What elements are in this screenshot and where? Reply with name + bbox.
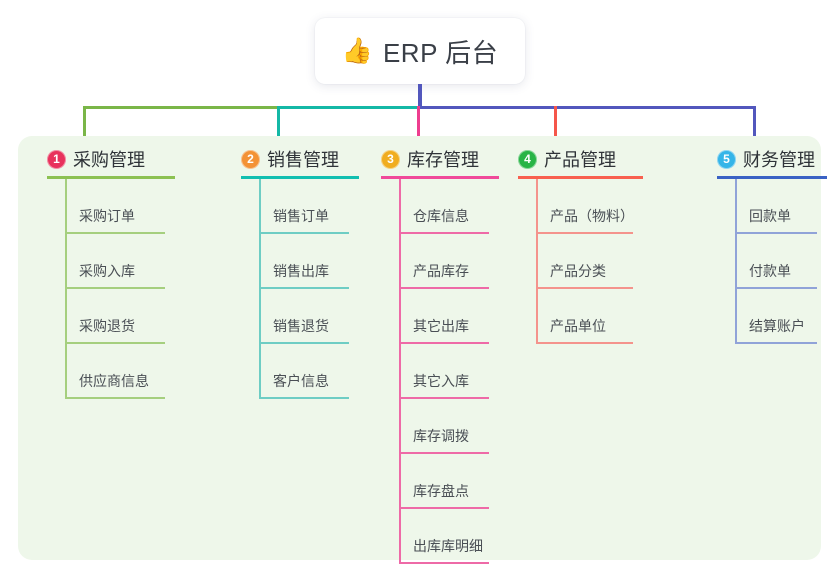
branch-spine-5 — [735, 179, 737, 344]
branch-label-5: 财务管理 — [743, 150, 815, 170]
root-node-erp-backend[interactable]: 👍 ERP 后台 — [315, 18, 525, 84]
leaf-node-rule — [399, 452, 489, 454]
leaf-node-rule — [399, 232, 489, 234]
leaf-node[interactable]: 采购入库 — [65, 234, 175, 289]
leaf-node-rule — [65, 232, 165, 234]
leaf-node-label: 客户信息 — [273, 373, 329, 389]
leaf-node[interactable]: 产品单位 — [536, 289, 643, 344]
branch-rule-4 — [518, 176, 643, 179]
leaf-node[interactable]: 付款单 — [735, 234, 827, 289]
branch-label-3: 库存管理 — [407, 150, 479, 170]
leaf-node-rule — [65, 397, 165, 399]
leaf-node[interactable]: 产品分类 — [536, 234, 643, 289]
leaf-node-rule — [735, 232, 817, 234]
leaf-node[interactable]: 库存盘点 — [399, 454, 499, 509]
leaf-node-label: 仓库信息 — [413, 208, 469, 224]
leaf-node-rule — [735, 287, 817, 289]
leaf-node-label: 销售订单 — [273, 208, 329, 224]
branch-badge-4: 4 — [518, 149, 537, 169]
leaf-node-label: 产品单位 — [550, 318, 606, 334]
leaf-node[interactable]: 产品库存 — [399, 234, 499, 289]
branch-node-5[interactable]: 5 财务管理 — [717, 146, 815, 172]
branch-badge-1: 1 — [47, 149, 66, 169]
leaf-node[interactable]: 结算账户 — [735, 289, 827, 344]
branch-badge-3: 3 — [381, 149, 400, 169]
branch-spine-4 — [536, 179, 538, 344]
leaf-node-label: 销售退货 — [273, 318, 329, 334]
leaf-node-rule — [259, 342, 349, 344]
leaf-node[interactable]: 库存调拨 — [399, 399, 499, 454]
thumbs-up-icon: 👍 — [341, 36, 373, 65]
leaf-node-label: 其它入库 — [413, 373, 469, 389]
branch-badge-5: 5 — [717, 149, 736, 169]
leaf-node[interactable]: 产品（物料） — [536, 179, 643, 234]
leaf-node-rule — [399, 342, 489, 344]
leaf-node-label: 产品（物料） — [550, 208, 634, 224]
branch-spine-3 — [399, 179, 401, 564]
leaf-node-rule — [536, 232, 633, 234]
leaf-node-rule — [259, 232, 349, 234]
branch-node-1[interactable]: 1 采购管理 — [47, 146, 145, 172]
leaf-node-label: 销售出库 — [273, 263, 329, 279]
leaf-node-label: 库存盘点 — [413, 483, 469, 499]
branch-rule-1 — [47, 176, 175, 179]
branch-rule-3 — [381, 176, 499, 179]
branch-rule-2 — [241, 176, 359, 179]
leaf-node-rule — [536, 287, 633, 289]
leaf-node-label: 供应商信息 — [79, 373, 149, 389]
leaf-node-label: 产品分类 — [550, 263, 606, 279]
branch-spine-1 — [65, 179, 67, 399]
leaf-node-label: 采购订单 — [79, 208, 135, 224]
leaf-node-rule — [65, 287, 165, 289]
leaf-node[interactable]: 回款单 — [735, 179, 827, 234]
leaf-node-rule — [399, 287, 489, 289]
leaf-node[interactable]: 其它入库 — [399, 344, 499, 399]
branch-label-4: 产品管理 — [544, 150, 616, 170]
leaf-node-label: 其它出库 — [413, 318, 469, 334]
leaf-node-rule — [259, 287, 349, 289]
branch-node-3[interactable]: 3 库存管理 — [381, 146, 479, 172]
leaf-node-label: 付款单 — [749, 263, 791, 279]
leaf-node-rule — [259, 397, 349, 399]
leaf-node[interactable]: 销售出库 — [259, 234, 359, 289]
branch-badge-2: 2 — [241, 149, 260, 169]
leaf-node[interactable]: 采购退货 — [65, 289, 175, 344]
leaf-node[interactable]: 客户信息 — [259, 344, 359, 399]
mindmap-panel: 1 采购管理采购订单采购入库采购退货供应商信息 2 销售管理销售订单销售出库销售退货客… — [18, 136, 827, 564]
leaf-node[interactable]: 出库库明细 — [399, 509, 499, 564]
leaf-node-label: 回款单 — [749, 208, 791, 224]
leaf-node-rule — [536, 342, 633, 344]
leaf-node-label: 出库库明细 — [413, 538, 483, 554]
leaf-node[interactable]: 采购订单 — [65, 179, 175, 234]
leaf-node-label: 结算账户 — [749, 318, 805, 334]
leaf-node-label: 产品库存 — [413, 263, 469, 279]
branch-node-4[interactable]: 4 产品管理 — [518, 146, 616, 172]
leaf-node-label: 采购退货 — [79, 318, 135, 334]
leaf-node-rule — [735, 342, 817, 344]
leaf-node[interactable]: 仓库信息 — [399, 179, 499, 234]
leaf-node-label: 库存调拨 — [413, 428, 469, 444]
leaf-node[interactable]: 其它出库 — [399, 289, 499, 344]
leaf-node-rule — [399, 397, 489, 399]
leaf-node[interactable]: 销售退货 — [259, 289, 359, 344]
root-node-label: ERP 后台 — [382, 37, 499, 68]
leaf-node-rule — [399, 507, 489, 509]
leaf-node-rule — [65, 342, 165, 344]
leaf-node-label: 采购入库 — [79, 263, 135, 279]
branch-spine-2 — [259, 179, 261, 399]
branch-label-1: 采购管理 — [73, 150, 145, 170]
branch-rule-5 — [717, 176, 827, 179]
leaf-node[interactable]: 销售订单 — [259, 179, 359, 234]
branch-node-2[interactable]: 2 销售管理 — [241, 146, 339, 172]
leaf-node[interactable]: 供应商信息 — [65, 344, 175, 399]
leaf-node-rule — [399, 562, 489, 564]
branch-label-2: 销售管理 — [267, 150, 339, 170]
